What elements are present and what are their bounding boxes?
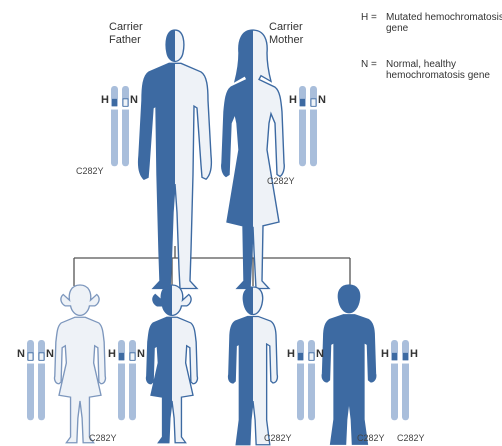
father-label-line2: Father	[109, 34, 143, 47]
mother-gene-h: H	[289, 94, 297, 106]
child-girl-healthy	[55, 285, 106, 443]
mother-figure	[222, 30, 285, 288]
mother-gene-n: N	[318, 94, 326, 106]
father-label-line1: Carrier	[109, 21, 143, 34]
legend-mutated: H = Mutated hemochromatosis gene	[361, 12, 501, 52]
chromosome-father	[111, 86, 130, 166]
child1-gene-n2: N	[46, 348, 54, 360]
child3-gene-h: H	[287, 348, 295, 360]
child1-gene-n1: N	[17, 348, 25, 360]
father-label: Carrier Father	[109, 21, 143, 47]
family-tree-lines	[74, 246, 350, 286]
child-boy-affected	[322, 285, 375, 444]
father-gene-h: H	[101, 94, 109, 106]
child4-gene-h2: H	[410, 348, 418, 360]
child4-mutation-code-2: C282Y	[397, 433, 425, 443]
legend-h-text: Mutated hemochromatosis gene	[386, 12, 502, 34]
chromosome-child-2	[118, 340, 137, 420]
legend-n-text: Normal, healthy hemochromatosis gene	[386, 59, 502, 81]
child-boy-carrier	[229, 287, 278, 445]
mother-label: Carrier Mother	[269, 21, 303, 47]
child2-gene-n: N	[137, 348, 145, 360]
father-gene-n: N	[130, 94, 138, 106]
chromosome-mother	[299, 86, 318, 166]
mother-label-line1: Carrier	[269, 21, 303, 34]
child2-mutation-code: C282Y	[89, 433, 117, 443]
child-girl-carrier	[147, 285, 198, 443]
legend-h-symbol: H =	[361, 12, 377, 23]
child4-mutation-code-1: C282Y	[357, 433, 385, 443]
child3-mutation-code: C282Y	[264, 433, 292, 443]
child2-gene-h: H	[108, 348, 116, 360]
chromosome-child-4	[391, 340, 410, 420]
legend-n-symbol: N =	[361, 59, 377, 70]
chromosome-child-3	[297, 340, 316, 420]
chromosome-child-1	[27, 340, 46, 420]
legend-normal: N = Normal, healthy hemochromatosis gene	[361, 59, 501, 109]
father-mutation-code: C282Y	[76, 166, 104, 176]
child3-gene-n: N	[316, 348, 324, 360]
mother-mutation-code: C282Y	[267, 176, 295, 186]
mother-label-line2: Mother	[269, 34, 303, 47]
child4-gene-h1: H	[381, 348, 389, 360]
